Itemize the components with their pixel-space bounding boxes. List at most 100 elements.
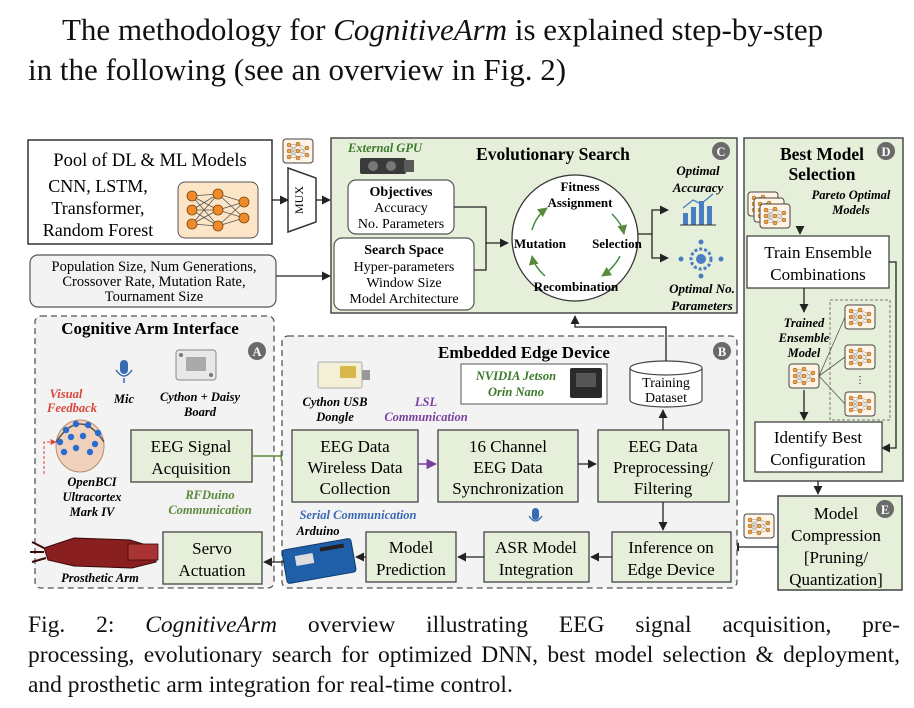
svg-text:Hyper-parameters: Hyper-parameters — [354, 260, 455, 275]
asr-integration-box: ASR Model Integration — [483, 531, 590, 583]
caption-rest: processing, evolutionary search for opti… — [28, 642, 900, 698]
svg-text:Mark IV: Mark IV — [69, 505, 116, 519]
svg-text:Mutation: Mutation — [514, 236, 567, 251]
svg-text:Cython + Daisy: Cython + Daisy — [160, 390, 240, 404]
svg-text:Parameters: Parameters — [671, 298, 732, 313]
svg-text:Pareto Optimal: Pareto Optimal — [812, 188, 891, 202]
svg-text:Optimal No.: Optimal No. — [669, 281, 735, 296]
svg-text:Edge Device: Edge Device — [627, 560, 714, 579]
svg-text:ASR Model: ASR Model — [495, 538, 577, 557]
svg-text:Combinations: Combinations — [770, 265, 865, 284]
svg-text:B: B — [718, 345, 726, 359]
neural-network-icon — [177, 181, 259, 239]
gpu-icon — [360, 158, 414, 174]
svg-text:Selection: Selection — [788, 164, 855, 184]
svg-text:Inference on: Inference on — [628, 538, 714, 557]
svg-text:Servo: Servo — [192, 539, 232, 558]
svg-text:Recombination: Recombination — [534, 279, 619, 294]
pool-line-3: Random Forest — [43, 220, 154, 240]
params-line-2: Crossover Rate, Mutation Rate, — [62, 274, 245, 290]
params-line-3: Tournament Size — [105, 289, 203, 305]
svg-text:Quantization]: Quantization] — [789, 570, 882, 589]
identify-best-box: Identify Best Configuration — [754, 421, 883, 473]
svg-text:NVIDIA Jetson: NVIDIA Jetson — [475, 369, 556, 383]
svg-text:Train Ensemble: Train Ensemble — [764, 243, 872, 262]
eeg-acquisition-box: EEG Signal Acquisition — [130, 429, 253, 483]
svg-text:Ultracortex: Ultracortex — [62, 490, 121, 504]
evolution-cycle: Fitness Assignment Mutation Selection Re… — [511, 174, 643, 302]
intro-text-pre: The methodology for — [62, 12, 334, 47]
svg-text:16 Channel: 16 Channel — [469, 437, 547, 456]
svg-text:Best Model: Best Model — [780, 144, 864, 164]
search-parameters-box: Population Size, Num Generations, Crosso… — [29, 254, 277, 308]
svg-text:Collection: Collection — [320, 479, 391, 498]
svg-text:Prediction: Prediction — [376, 560, 446, 579]
model-prediction-box: Model Prediction — [365, 531, 457, 583]
external-gpu-label: External GPU — [347, 141, 423, 155]
figure-caption: Fig. 2: CognitiveArm overview illustrati… — [28, 610, 900, 700]
evolutionary-search-panel: Evolutionary Search C External GPU Objec… — [330, 137, 738, 314]
svg-text:LSL: LSL — [414, 395, 438, 409]
svg-text:Optimal: Optimal — [676, 163, 720, 178]
svg-text:Accuracy: Accuracy — [374, 201, 428, 216]
svg-text:OpenBCI: OpenBCI — [67, 475, 117, 489]
svg-text:Arduino: Arduino — [295, 524, 339, 538]
svg-text:[Pruning/: [Pruning/ — [804, 548, 869, 567]
microphone-icon — [115, 360, 133, 383]
svg-text:EEG Data: EEG Data — [473, 458, 543, 477]
servo-actuation-box: Servo Actuation — [162, 531, 263, 585]
badge-e — [876, 500, 894, 518]
preprocessing-box: EEG Data Preprocessing/ Filtering — [597, 429, 730, 503]
pool-line-1: CNN, LSTM, — [48, 176, 148, 196]
svg-text:Model: Model — [787, 346, 821, 360]
svg-text:No. Parameters: No. Parameters — [358, 217, 444, 232]
caption-line-1: Fig. 2: CognitiveArm overview illustrati… — [28, 610, 900, 640]
svg-text:Model Architecture: Model Architecture — [349, 292, 458, 307]
cognitive-arm-interface-panel: Cognitive Arm Interface A Visual Feedbac… — [30, 315, 275, 589]
objectives-box: Objectives Accuracy No. Parameters — [347, 179, 455, 235]
svg-text:Embedded Edge Device: Embedded Edge Device — [438, 343, 610, 362]
svg-text:Cython USB: Cython USB — [303, 395, 368, 409]
svg-text:E: E — [881, 503, 889, 517]
search-space-box: Search Space Hyper-parameters Window Siz… — [333, 237, 475, 311]
svg-text:Fitness: Fitness — [561, 179, 600, 194]
svg-text:Training: Training — [642, 376, 690, 391]
eeg-headset-icon — [55, 419, 105, 473]
intro-paragraph: The methodology for CognitiveArm is expl… — [28, 10, 908, 90]
pool-title: Pool of DL & ML Models — [53, 151, 246, 171]
svg-text:Serial Communication: Serial Communication — [299, 508, 416, 522]
parameters-gear-icon — [678, 239, 724, 279]
svg-text:Wireless Data: Wireless Data — [307, 458, 403, 477]
svg-text:Model: Model — [389, 538, 434, 557]
svg-text:Search Space: Search Space — [364, 243, 443, 258]
svg-text:Mic: Mic — [113, 392, 135, 406]
svg-text:Dongle: Dongle — [315, 410, 354, 424]
svg-text:Model: Model — [814, 504, 859, 523]
microphone-icon-2 — [528, 508, 543, 522]
pool-of-models-box: Pool of DL & ML Models CNN, LSTM, Transf… — [27, 139, 273, 245]
jetson-box: NVIDIA Jetson Orin Nano — [460, 363, 608, 405]
params-line-1: Population Size, Num Generations, — [52, 259, 257, 275]
svg-text:Feedback: Feedback — [46, 401, 98, 415]
mux-label: MUX — [292, 186, 306, 214]
model-compression-box: E Model Compression [Pruning/ Quantizati… — [743, 495, 903, 591]
svg-text:EEG Data: EEG Data — [628, 437, 698, 456]
svg-text:Dataset: Dataset — [645, 391, 687, 406]
svg-text:Integration: Integration — [499, 560, 574, 579]
svg-text:Actuation: Actuation — [178, 561, 246, 580]
svg-text:⋮: ⋮ — [855, 375, 865, 386]
svg-text:C: C — [716, 145, 725, 159]
caption-emphasis: CognitiveArm — [145, 612, 278, 638]
intro-line-1: The methodology for CognitiveArm is expl… — [28, 10, 908, 50]
training-dataset-cylinder: Training Dataset — [629, 360, 703, 408]
intro-line-2: in the following (see an overview in Fig… — [28, 52, 567, 87]
cython-board-icon — [175, 349, 217, 381]
pool-line-2: Transformer, — [51, 198, 144, 218]
svg-text:Cognitive Arm Interface: Cognitive Arm Interface — [61, 319, 239, 338]
svg-text:Visual: Visual — [50, 387, 83, 401]
svg-text:Orin Nano: Orin Nano — [488, 385, 544, 399]
svg-text:Identify Best: Identify Best — [774, 428, 863, 447]
inference-box: Inference on Edge Device — [611, 531, 732, 583]
caption-prefix: Fig. 2: — [28, 612, 146, 638]
